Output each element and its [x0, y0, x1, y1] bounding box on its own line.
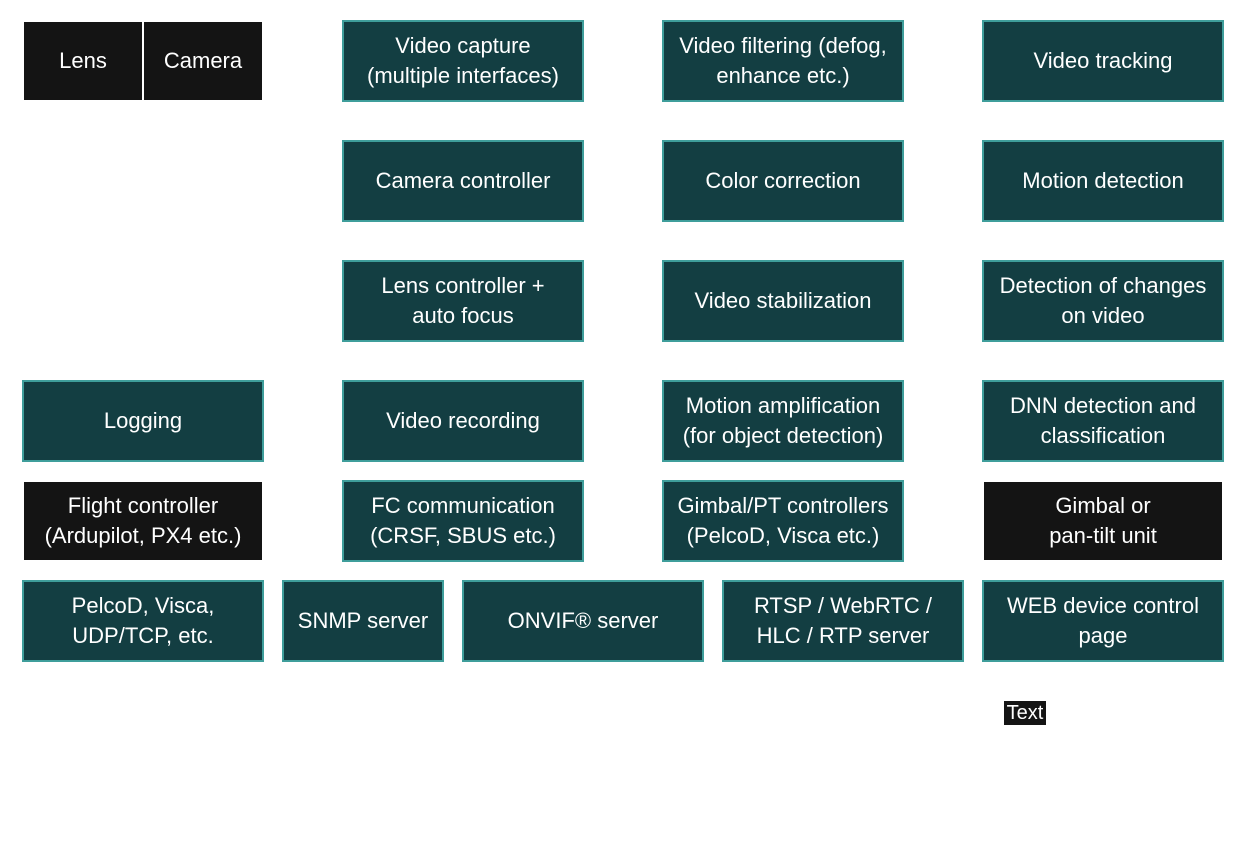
- logging-block: Logging: [22, 380, 264, 462]
- lens-controller-block: Lens controller + auto focus: [342, 260, 584, 342]
- camera-block: Camera: [144, 22, 262, 100]
- change-detection-block: Detection of changes on video: [982, 260, 1224, 342]
- flight-controller-block: Flight controller (Ardupilot, PX4 etc.): [24, 482, 262, 560]
- video-stabilization-block: Video stabilization: [662, 260, 904, 342]
- gimbal-unit-block: Gimbal or pan-tilt unit: [984, 482, 1222, 560]
- rtsp-server-block: RTSP / WebRTC / HLC / RTP server: [722, 580, 964, 662]
- dnn-detection-block: DNN detection and classification: [982, 380, 1224, 462]
- color-correction-block: Color correction: [662, 140, 904, 222]
- web-control-page-block: WEB device control page: [982, 580, 1224, 662]
- video-recording-block: Video recording: [342, 380, 584, 462]
- onvif-server-block: ONVIF® server: [462, 580, 704, 662]
- text-label: Text: [1004, 701, 1046, 725]
- motion-amplification-block: Motion amplification (for object detecti…: [662, 380, 904, 462]
- lens-block: Lens: [24, 22, 142, 100]
- gimbal-controllers-block: Gimbal/PT controllers (PelcoD, Visca etc…: [662, 480, 904, 562]
- video-filtering-block: Video filtering (defog, enhance etc.): [662, 20, 904, 102]
- camera-controller-block: Camera controller: [342, 140, 584, 222]
- video-capture-block: Video capture (multiple interfaces): [342, 20, 584, 102]
- motion-detection-block: Motion detection: [982, 140, 1224, 222]
- snmp-server-block: SNMP server: [282, 580, 444, 662]
- fc-communication-block: FC communication (CRSF, SBUS etc.): [342, 480, 584, 562]
- pelcod-visca-block: PelcoD, Visca, UDP/TCP, etc.: [22, 580, 264, 662]
- video-tracking-block: Video tracking: [982, 20, 1224, 102]
